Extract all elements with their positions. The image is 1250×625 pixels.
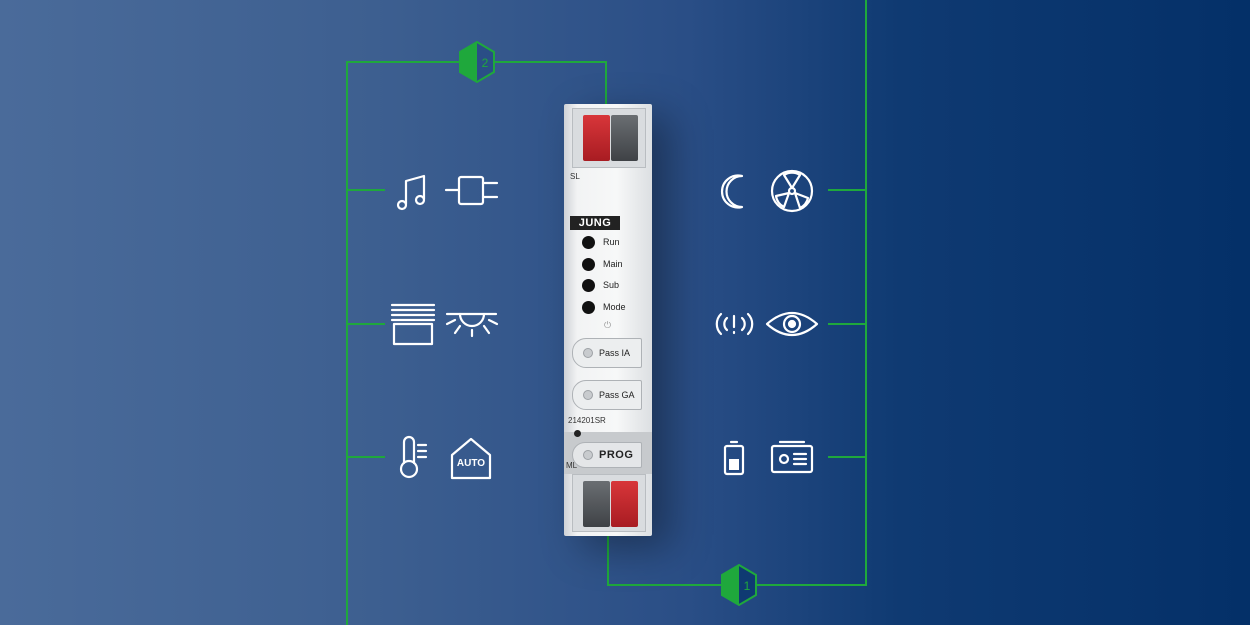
prog-label: PROG <box>599 449 634 461</box>
top-terminal[interactable] <box>572 108 646 168</box>
led-indicator <box>582 257 595 271</box>
terminal-red-plug <box>583 115 610 161</box>
light-icon <box>445 312 499 338</box>
prog-led <box>574 430 581 437</box>
fan-icon <box>770 169 814 213</box>
bottom-terminal-label: ML <box>566 461 578 470</box>
led-run: Run <box>582 234 620 250</box>
led-indicator <box>582 235 595 249</box>
line-badge-1-label: 1 <box>744 579 751 593</box>
auto-house-label: AUTO <box>457 458 485 469</box>
line-badge-1: 1 <box>721 563 757 607</box>
line-badge-2-label: 2 <box>482 56 489 70</box>
power-symbol-icon: ⏻ <box>604 320 612 330</box>
model-number: 214201SR <box>568 416 606 425</box>
led-main: Main <box>582 256 623 272</box>
battery-icon <box>723 440 745 476</box>
brand-logo: JUNG <box>570 216 620 230</box>
led-sub: Sub <box>582 277 619 293</box>
music-note-icon <box>396 174 426 211</box>
alarm-signal-icon <box>715 312 754 336</box>
pass-ga-button[interactable]: Pass GA <box>572 380 642 410</box>
pass-ga-label: Pass GA <box>599 390 635 400</box>
button-dot <box>583 390 593 400</box>
top-terminal-label: SL <box>570 172 580 181</box>
thermometer-icon <box>399 435 428 479</box>
button-dot <box>583 348 593 358</box>
pass-ia-button[interactable]: Pass IA <box>572 338 642 368</box>
led-indicator <box>582 300 595 314</box>
blinds-icon <box>390 303 436 346</box>
pass-ia-label: Pass IA <box>599 348 631 358</box>
eye-presence-icon <box>765 311 819 337</box>
led-label: Run <box>603 237 620 247</box>
led-indicator <box>582 278 595 292</box>
terminal-red-plug <box>611 481 638 527</box>
led-label: Main <box>603 259 623 269</box>
terminal-grey-plug <box>611 115 638 161</box>
radio-icon <box>770 440 814 474</box>
auto-house-icon <box>450 437 492 480</box>
led-label: Mode <box>603 302 626 312</box>
led-label: Sub <box>603 280 620 290</box>
bottom-terminal[interactable] <box>572 474 646 532</box>
terminal-grey-plug <box>583 481 610 527</box>
line-badge-2: 2 <box>459 40 495 84</box>
led-mode: Mode <box>582 299 626 315</box>
prog-button[interactable]: PROG <box>572 442 642 468</box>
night-moon-icon <box>720 174 744 209</box>
knx-line-coupler: SL JUNG Run Main Sub Mode ⏻ Pass IA Pass… <box>564 104 652 536</box>
button-dot <box>583 450 593 460</box>
power-plug-icon <box>444 175 499 206</box>
